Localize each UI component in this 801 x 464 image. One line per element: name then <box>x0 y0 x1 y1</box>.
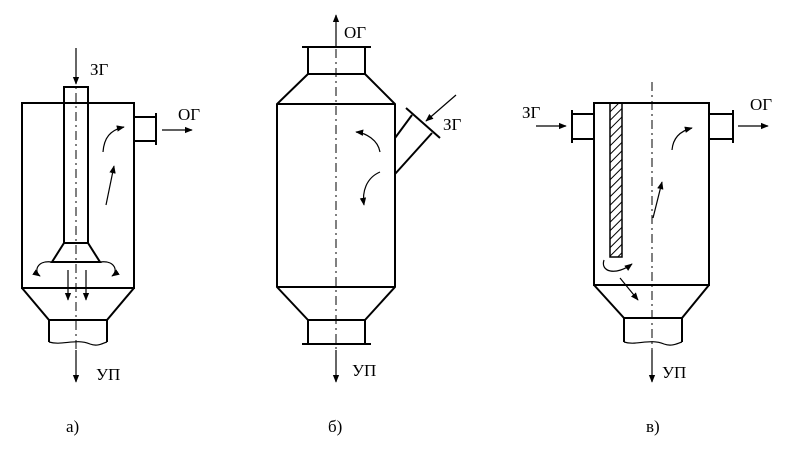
caption-a: а) <box>66 417 79 436</box>
label-dust-outlet-b: УП <box>352 361 376 380</box>
caption-b: б) <box>328 417 342 436</box>
label-dust-outlet-c: УП <box>662 363 686 382</box>
hatched-baffle-c <box>609 102 623 258</box>
inlet-nozzle-b <box>394 107 441 175</box>
flow-arrows-b <box>332 14 457 383</box>
outlet-nozzle-a <box>133 113 157 145</box>
caption-c: в) <box>646 417 660 436</box>
apparatus-c: ЗГ ОГ УП в) <box>522 82 772 436</box>
apparatus-a: ЗГ ОГ УП а) <box>21 48 200 436</box>
label-outlet-gas-a: ОГ <box>178 105 200 124</box>
flow-arrows-c <box>536 122 769 383</box>
vessel-body-a <box>21 102 135 346</box>
label-outlet-gas-c: ОГ <box>750 95 772 114</box>
label-outlet-gas-b: ОГ <box>344 23 366 42</box>
inlet-nozzle-c <box>571 110 595 143</box>
label-dust-outlet-a: УП <box>96 365 120 384</box>
label-inlet-gas-b: ЗГ <box>443 115 462 134</box>
apparatus-b: ОГ ЗГ УП б) <box>276 14 462 436</box>
outlet-nozzle-c <box>708 110 734 143</box>
label-inlet-gas-c: ЗГ <box>522 103 541 122</box>
flow-arrows-a <box>32 48 193 383</box>
label-inlet-gas-a: ЗГ <box>90 60 109 79</box>
